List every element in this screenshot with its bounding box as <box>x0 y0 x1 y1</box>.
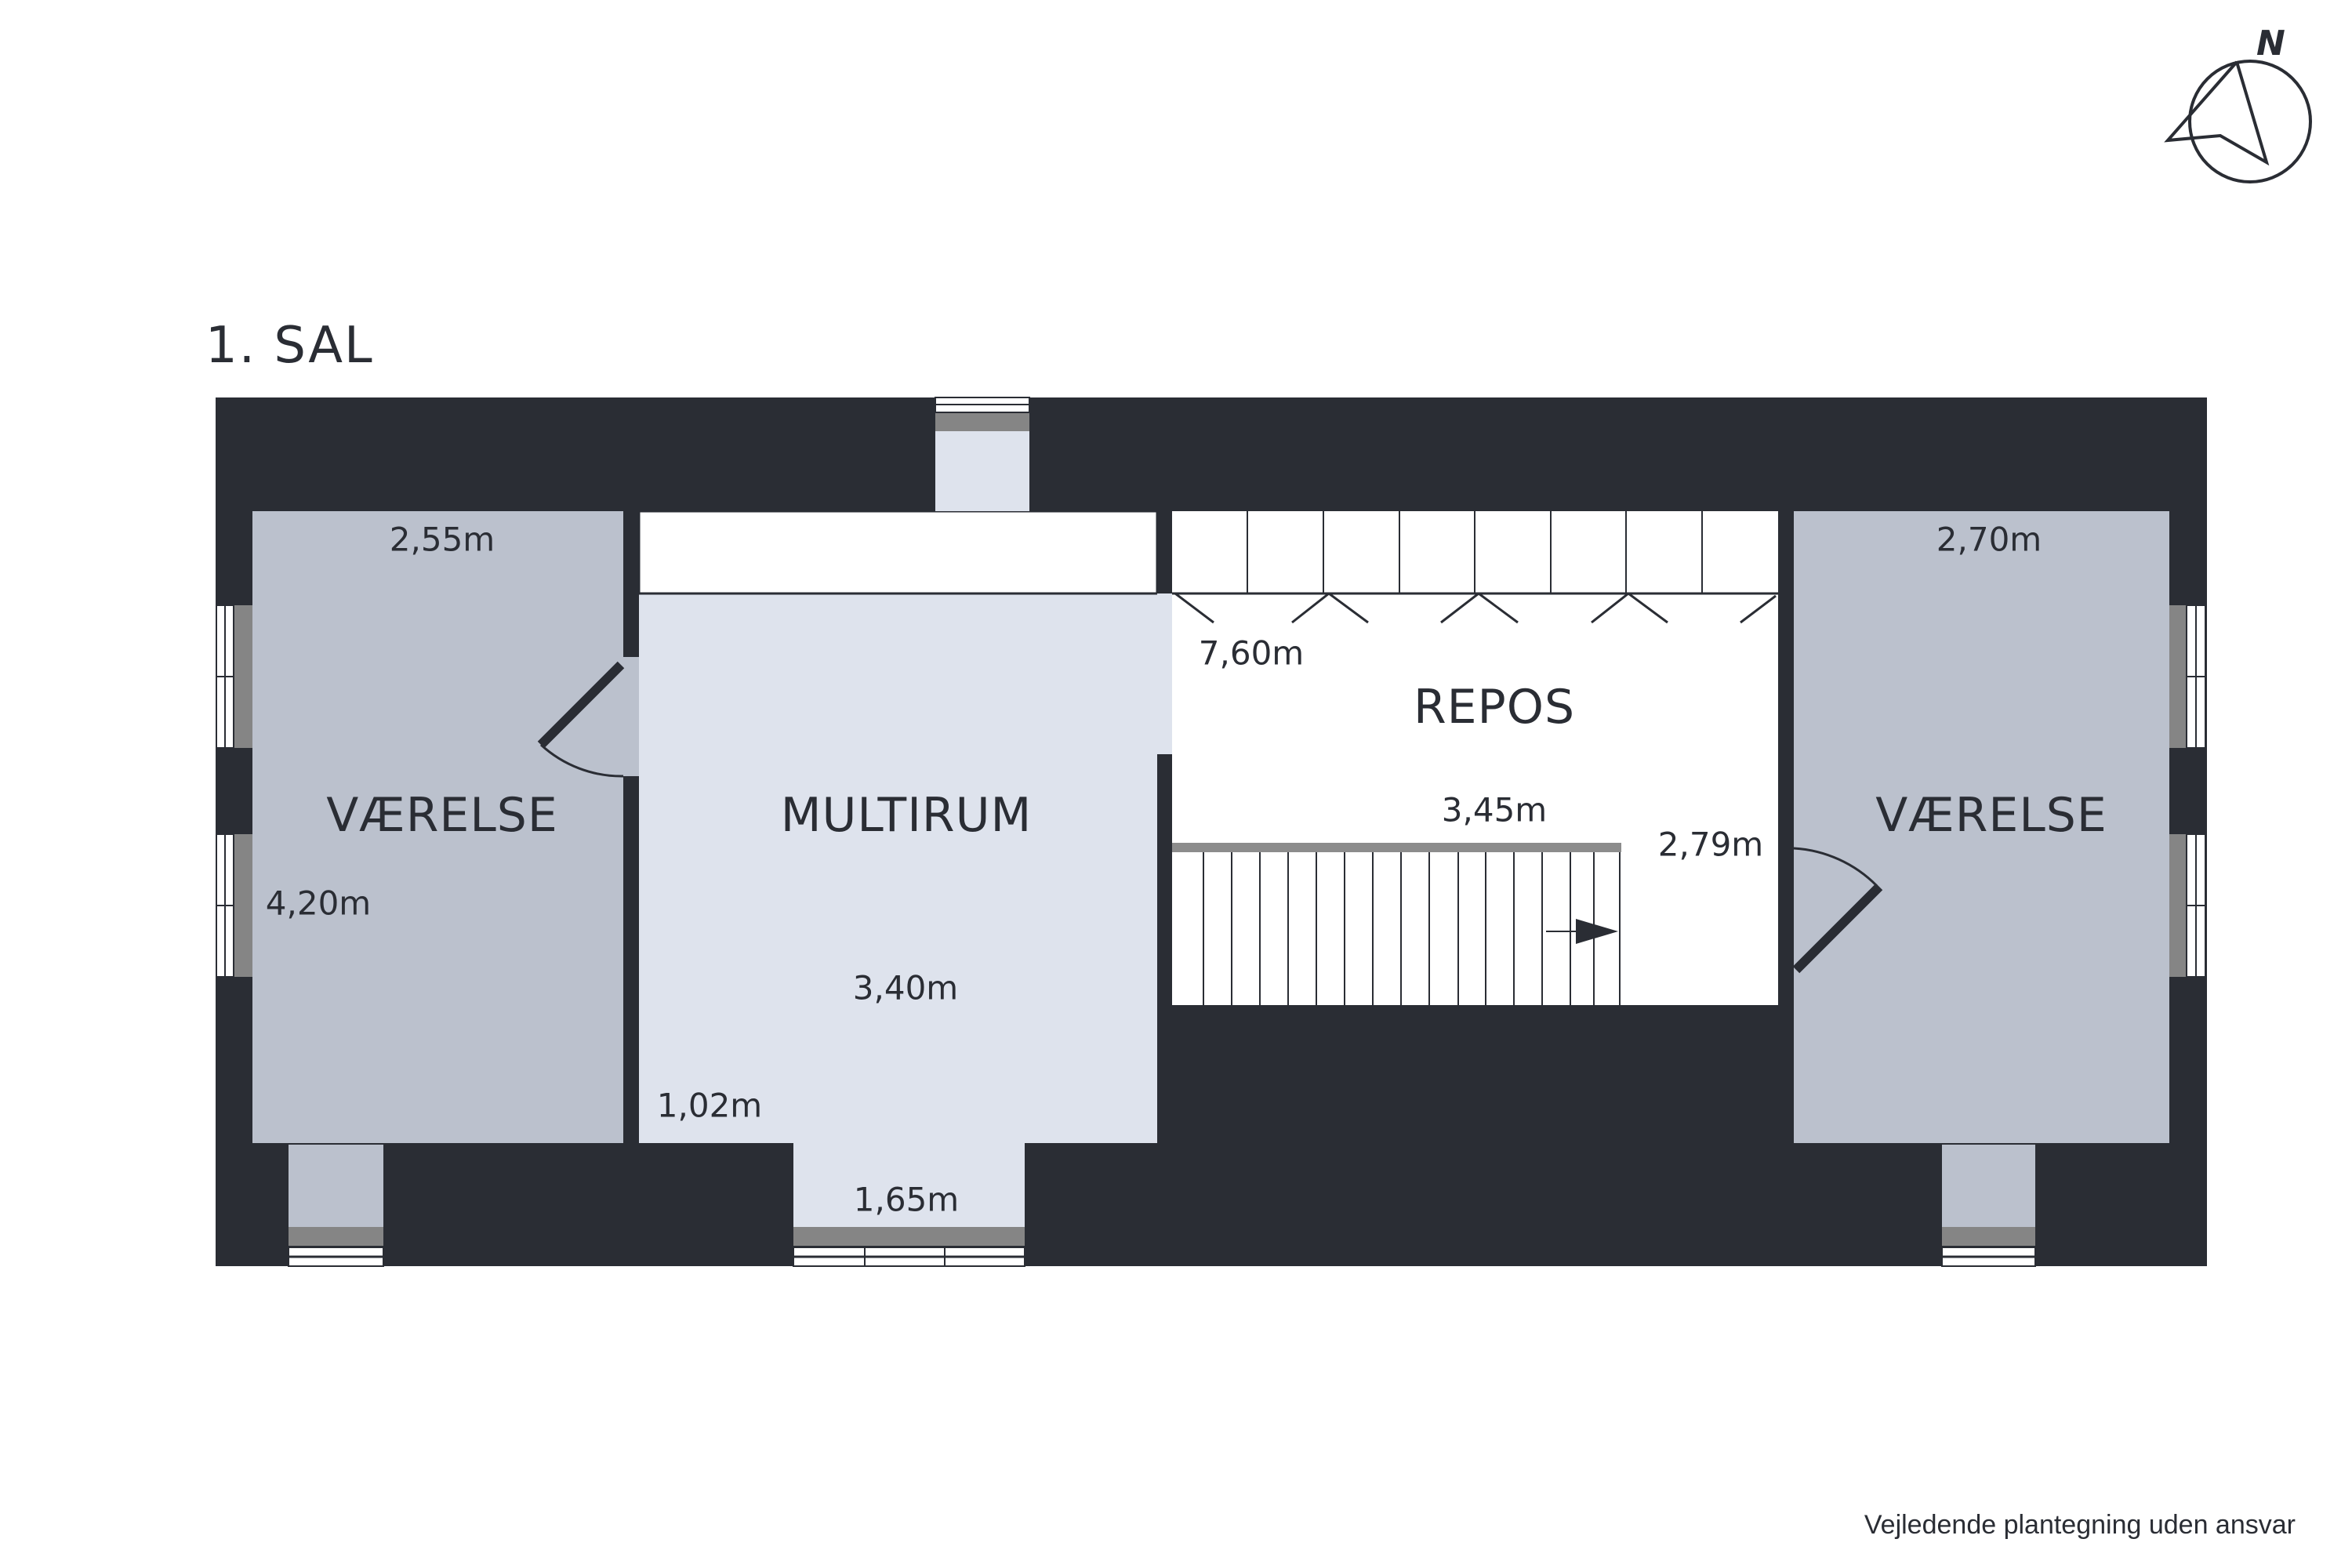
disclaimer-text: Vejledende plantegning uden ansvar <box>1864 1510 2296 1540</box>
room-label-left-bedroom: VÆRELSE <box>326 788 558 843</box>
bottom-window-right <box>1941 1145 2036 1267</box>
right-bedroom-door-leaf <box>1792 883 1883 974</box>
dim-repos-length: 7,60m <box>1198 633 1305 673</box>
left-window-lower <box>216 833 252 978</box>
stair-direction-arrow-icon <box>1546 919 1618 944</box>
dim-right-bedroom-width: 2,70m <box>1936 520 2042 559</box>
top-window-sill <box>935 412 1029 431</box>
wardrobe <box>1172 511 1778 624</box>
dim-multirum-alcove: 1,65m <box>853 1180 960 1219</box>
dim-left-bedroom-length: 4,20m <box>265 884 372 923</box>
right-bedroom-door-arc <box>1793 847 1878 887</box>
repos-right-wall-top <box>1778 511 1794 848</box>
north-arrow-icon <box>2164 60 2312 183</box>
multirum-repos-opening <box>1157 593 1172 754</box>
multirum-alcove <box>793 1141 1025 1227</box>
room-right-bedroom <box>1794 511 2169 1143</box>
multirum-repos-wall-top <box>1157 511 1172 593</box>
right-window-lower <box>2169 833 2206 978</box>
dim-multirum-width: 3,40m <box>852 968 959 1007</box>
room-label-repos: REPOS <box>1413 680 1576 735</box>
floor-title: 1. SAL <box>205 317 374 375</box>
room-label-right-bedroom: VÆRELSE <box>1875 788 2107 843</box>
dim-left-bedroom-width: 2,55m <box>389 520 495 559</box>
repos-right-wall-bottom <box>1778 976 1794 1143</box>
dim-multirum-depth: 1,02m <box>656 1086 763 1125</box>
dim-repos-width: 2,79m <box>1657 825 1764 864</box>
left-bedroom-door-leaf <box>537 661 625 749</box>
left-bedroom-door-opening <box>623 657 639 776</box>
room-multirum <box>639 511 1157 1143</box>
dim-stair-length: 3,45m <box>1441 790 1548 829</box>
multirum-shelf <box>637 510 1159 595</box>
left-bedroom-door-arc <box>539 743 624 778</box>
bottom-window-left <box>288 1145 384 1267</box>
left-window-upper <box>216 604 252 749</box>
bottom-window-multirum <box>793 1227 1025 1267</box>
room-left-bedroom <box>252 511 623 1143</box>
staircase <box>1172 843 1778 1007</box>
room-label-multirum: MULTIRUM <box>780 788 1033 843</box>
multirum-repos-wall-bottom <box>1157 754 1172 1143</box>
compass-north-label: N <box>2256 24 2285 64</box>
right-window-upper <box>2169 604 2206 749</box>
